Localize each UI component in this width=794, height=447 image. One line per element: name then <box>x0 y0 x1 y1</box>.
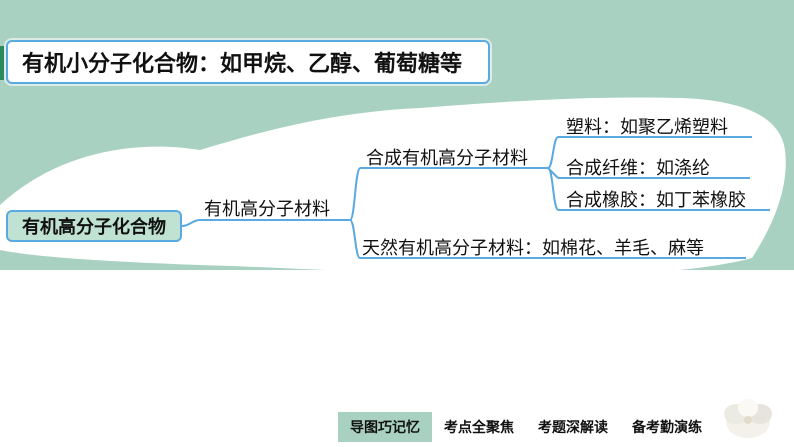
connector-level1-brace <box>349 167 361 259</box>
root-node-label: 有机高分子化合物 <box>22 217 166 238</box>
header-accent-bar <box>0 46 4 80</box>
header-title: 有机小分子化合物：如甲烷、乙醇、葡萄糖等 <box>22 52 463 77</box>
nav-item-mindmap[interactable]: 导图巧记忆 <box>338 412 432 442</box>
node-synthetic-fiber: 合成纤维：如涤纶 <box>566 158 710 179</box>
bottom-nav: 导图巧记忆 考点全聚焦 考题深解读 备考勤演练 <box>338 412 714 442</box>
flower-decoration-icon <box>724 399 772 438</box>
cloud-background <box>0 0 794 300</box>
mind-map-connectors <box>181 136 770 259</box>
nav-item-exam-analysis[interactable]: 考题深解读 <box>538 420 608 436</box>
root-node: 有机高分子化合物 <box>6 210 182 242</box>
connector-root-level1 <box>181 219 350 227</box>
node-natural-material: 天然有机高分子材料：如棉花、羊毛、麻等 <box>362 238 704 259</box>
node-organic-polymer-material: 有机高分子材料 <box>204 199 330 220</box>
node-synthetic-rubber: 合成橡胶：如丁苯橡胶 <box>566 190 746 211</box>
nav-item-key-points[interactable]: 考点全聚焦 <box>444 420 514 436</box>
nav-item-practice[interactable]: 备考勤演练 <box>632 420 702 436</box>
connector-synthetic-brace <box>547 136 559 211</box>
node-plastic: 塑料：如聚乙烯塑料 <box>566 117 728 138</box>
header-title-box: 有机小分子化合物：如甲烷、乙醇、葡萄糖等 <box>6 40 490 84</box>
node-synthetic-material: 合成有机高分子材料 <box>366 148 528 169</box>
